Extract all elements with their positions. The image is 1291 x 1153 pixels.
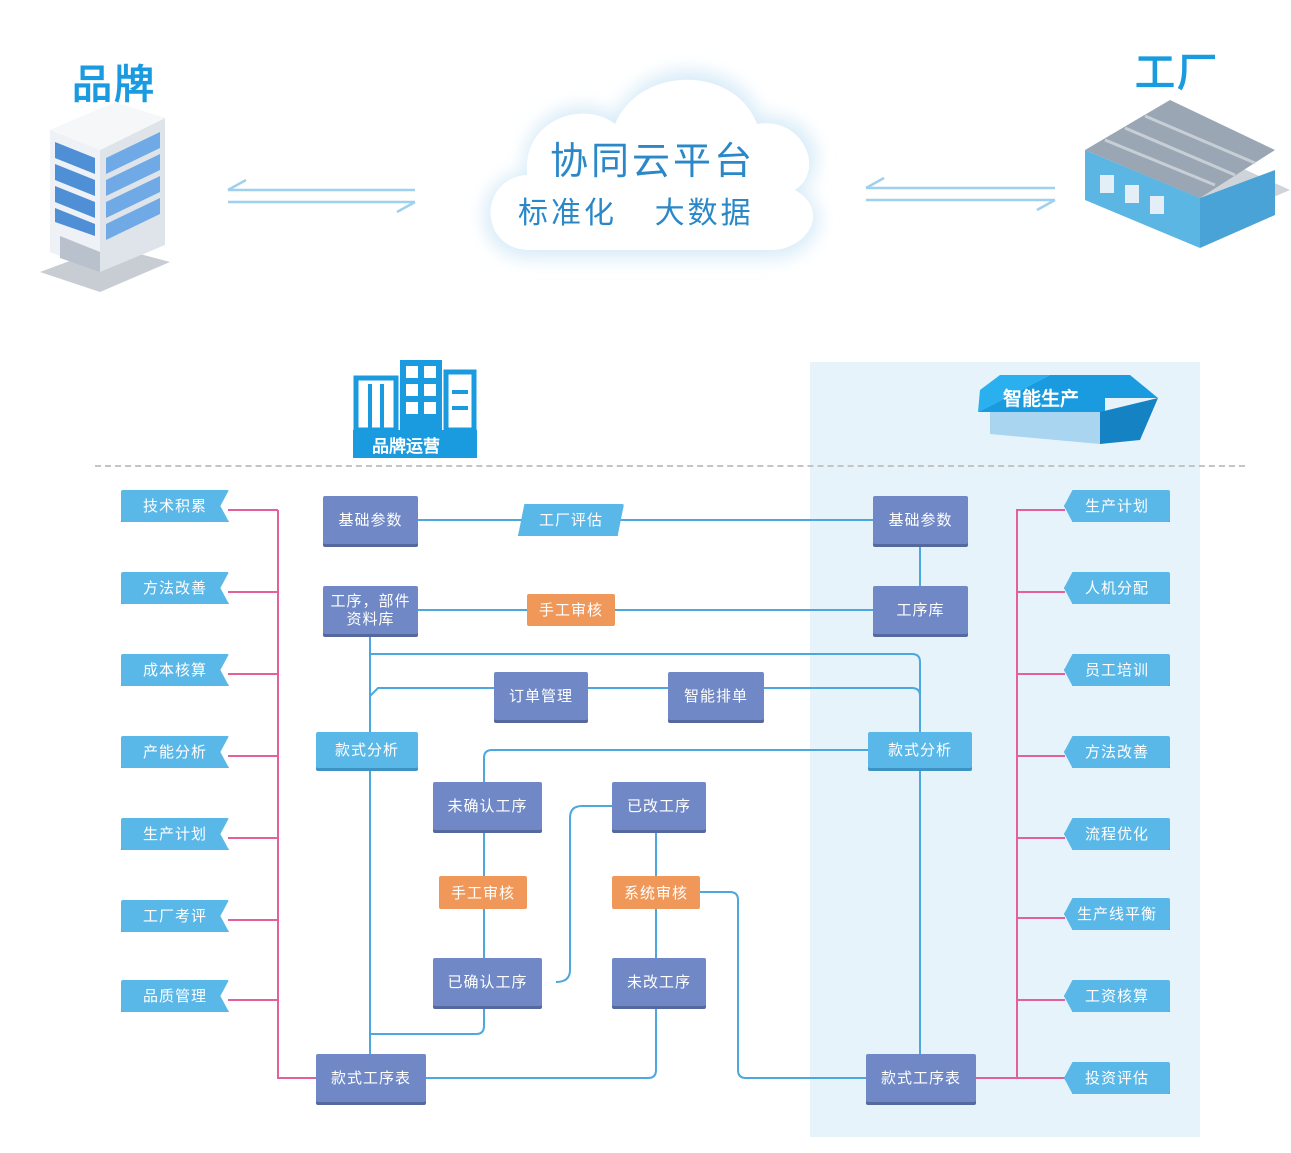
left-item-tech-accumulation: 技术积累 xyxy=(121,490,229,522)
right-item-process-optimization: 流程优化 xyxy=(1064,818,1170,850)
brand-style-process-table-node: 款式工序表 xyxy=(316,1054,426,1102)
factory-evaluation-node: 工厂评估 xyxy=(518,504,624,536)
right-item-investment-evaluation: 投资评估 xyxy=(1064,1062,1170,1094)
left-item-capacity-analysis: 产能分析 xyxy=(121,736,229,768)
unchanged-process-node: 未改工序 xyxy=(612,958,706,1006)
right-item-production-plan: 生产计划 xyxy=(1064,490,1170,522)
brand-label: 品牌 xyxy=(72,62,156,108)
changed-process-node: 已改工序 xyxy=(612,782,706,830)
right-item-staff-training: 员工培训 xyxy=(1064,654,1170,686)
left-item-factory-evaluation: 工厂考评 xyxy=(121,900,229,932)
brand-style-analysis-node: 款式分析 xyxy=(316,732,418,768)
section-divider xyxy=(95,465,1245,467)
system-review-node: 系统审核 xyxy=(612,876,700,909)
unconfirmed-process-node: 未确认工序 xyxy=(433,782,542,830)
brand-process-library-node: 工序，部件 资料库 xyxy=(323,586,418,634)
brand-base-params-node: 基础参数 xyxy=(323,496,418,544)
right-item-man-machine-allocation: 人机分配 xyxy=(1064,572,1170,604)
factory-label: 工厂 xyxy=(1135,50,1219,96)
left-item-quality-management: 品质管理 xyxy=(121,980,229,1012)
left-item-production-plan: 生产计划 xyxy=(121,818,229,850)
cloud-title: 协同云平台 xyxy=(550,139,756,183)
manual-review-top-node: 手工审核 xyxy=(527,594,615,626)
factory-icon xyxy=(1085,100,1290,248)
factory-style-analysis-node: 款式分析 xyxy=(868,732,972,768)
left-item-cost-accounting: 成本核算 xyxy=(121,654,229,686)
right-item-line-balancing: 生产线平衡 xyxy=(1064,898,1170,930)
cloud-subtitle: 标准化 大数据 xyxy=(518,196,754,231)
office-building-icon xyxy=(40,102,170,292)
smart-production-badge-label: 智能生产 xyxy=(1003,388,1080,410)
smart-scheduling-node: 智能排单 xyxy=(668,672,764,720)
factory-process-library-node: 工序库 xyxy=(873,586,968,634)
brand-ops-badge-label: 品牌运营 xyxy=(372,437,440,457)
order-management-node: 订单管理 xyxy=(494,672,588,720)
confirmed-process-node: 已确认工序 xyxy=(433,958,542,1006)
manual-review-mid-node: 手工审核 xyxy=(439,876,527,909)
left-item-method-improvement: 方法改善 xyxy=(121,572,229,604)
factory-style-process-table-node: 款式工序表 xyxy=(866,1054,976,1102)
right-item-wage-accounting: 工资核算 xyxy=(1064,980,1170,1012)
factory-base-params-node: 基础参数 xyxy=(873,496,968,544)
right-item-method-improvement: 方法改善 xyxy=(1064,736,1170,768)
